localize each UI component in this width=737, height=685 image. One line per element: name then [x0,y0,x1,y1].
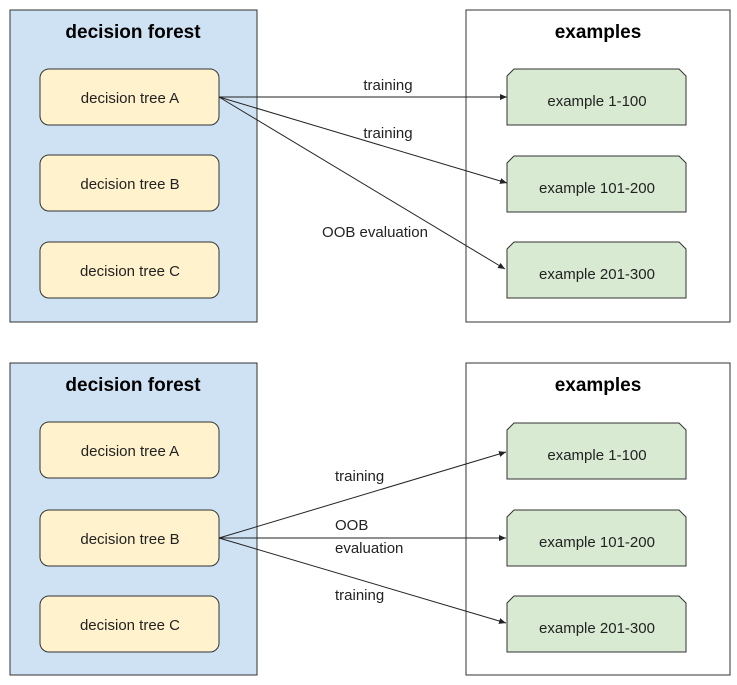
edge-arrow [218,96,508,184]
svg-text:decision tree C: decision tree C [80,263,180,280]
tree-node-b: decision tree B [39,154,220,212]
example-node-3: example 201-300 [506,241,687,299]
example-node-2: example 101-200 [506,155,687,213]
tree-node-c: decision tree C [39,595,220,653]
examples-title: examples [555,375,642,396]
edge-label: training [363,125,412,142]
example-node-1: example 1-100 [506,422,687,480]
svg-text:example 1-100: example 1-100 [547,93,646,110]
edge-arrow [218,96,506,270]
forest-title: decision forest [65,375,201,396]
svg-text:example 1-100: example 1-100 [547,447,646,464]
svg-text:example 101-200: example 101-200 [539,180,655,197]
edge-label: training [335,468,384,485]
edge-arrow [218,537,507,624]
edge-label: training [335,587,384,604]
svg-text:example 201-300: example 201-300 [539,620,655,637]
tree-node-c: decision tree C [39,241,220,299]
example-node-1: example 1-100 [506,68,687,126]
forest-title: decision forest [65,22,201,43]
edge-label: evaluation [335,540,403,557]
svg-text:decision tree C: decision tree C [80,617,180,634]
svg-text:example 201-300: example 201-300 [539,266,655,283]
svg-text:decision tree B: decision tree B [80,176,179,193]
svg-text:decision tree A: decision tree A [81,443,179,460]
edge-label: OOB evaluation [322,224,428,241]
tree-node-b: decision tree B [39,509,220,567]
svg-text:decision tree A: decision tree A [81,90,179,107]
example-node-2: example 101-200 [506,509,687,567]
panel-top: decision forest examples decision tree A… [9,9,731,323]
tree-node-a: decision tree A [39,421,220,479]
svg-text:decision tree B: decision tree B [80,531,179,548]
edge-label: OOB [335,517,368,534]
edge-label: training [363,77,412,94]
tree-node-a: decision tree A [39,68,220,126]
examples-title: examples [555,22,642,43]
svg-text:example 101-200: example 101-200 [539,534,655,551]
panel-bottom: decision forest examples decision tree A… [9,362,731,676]
example-node-3: example 201-300 [506,595,687,653]
edge-arrow [218,451,507,539]
